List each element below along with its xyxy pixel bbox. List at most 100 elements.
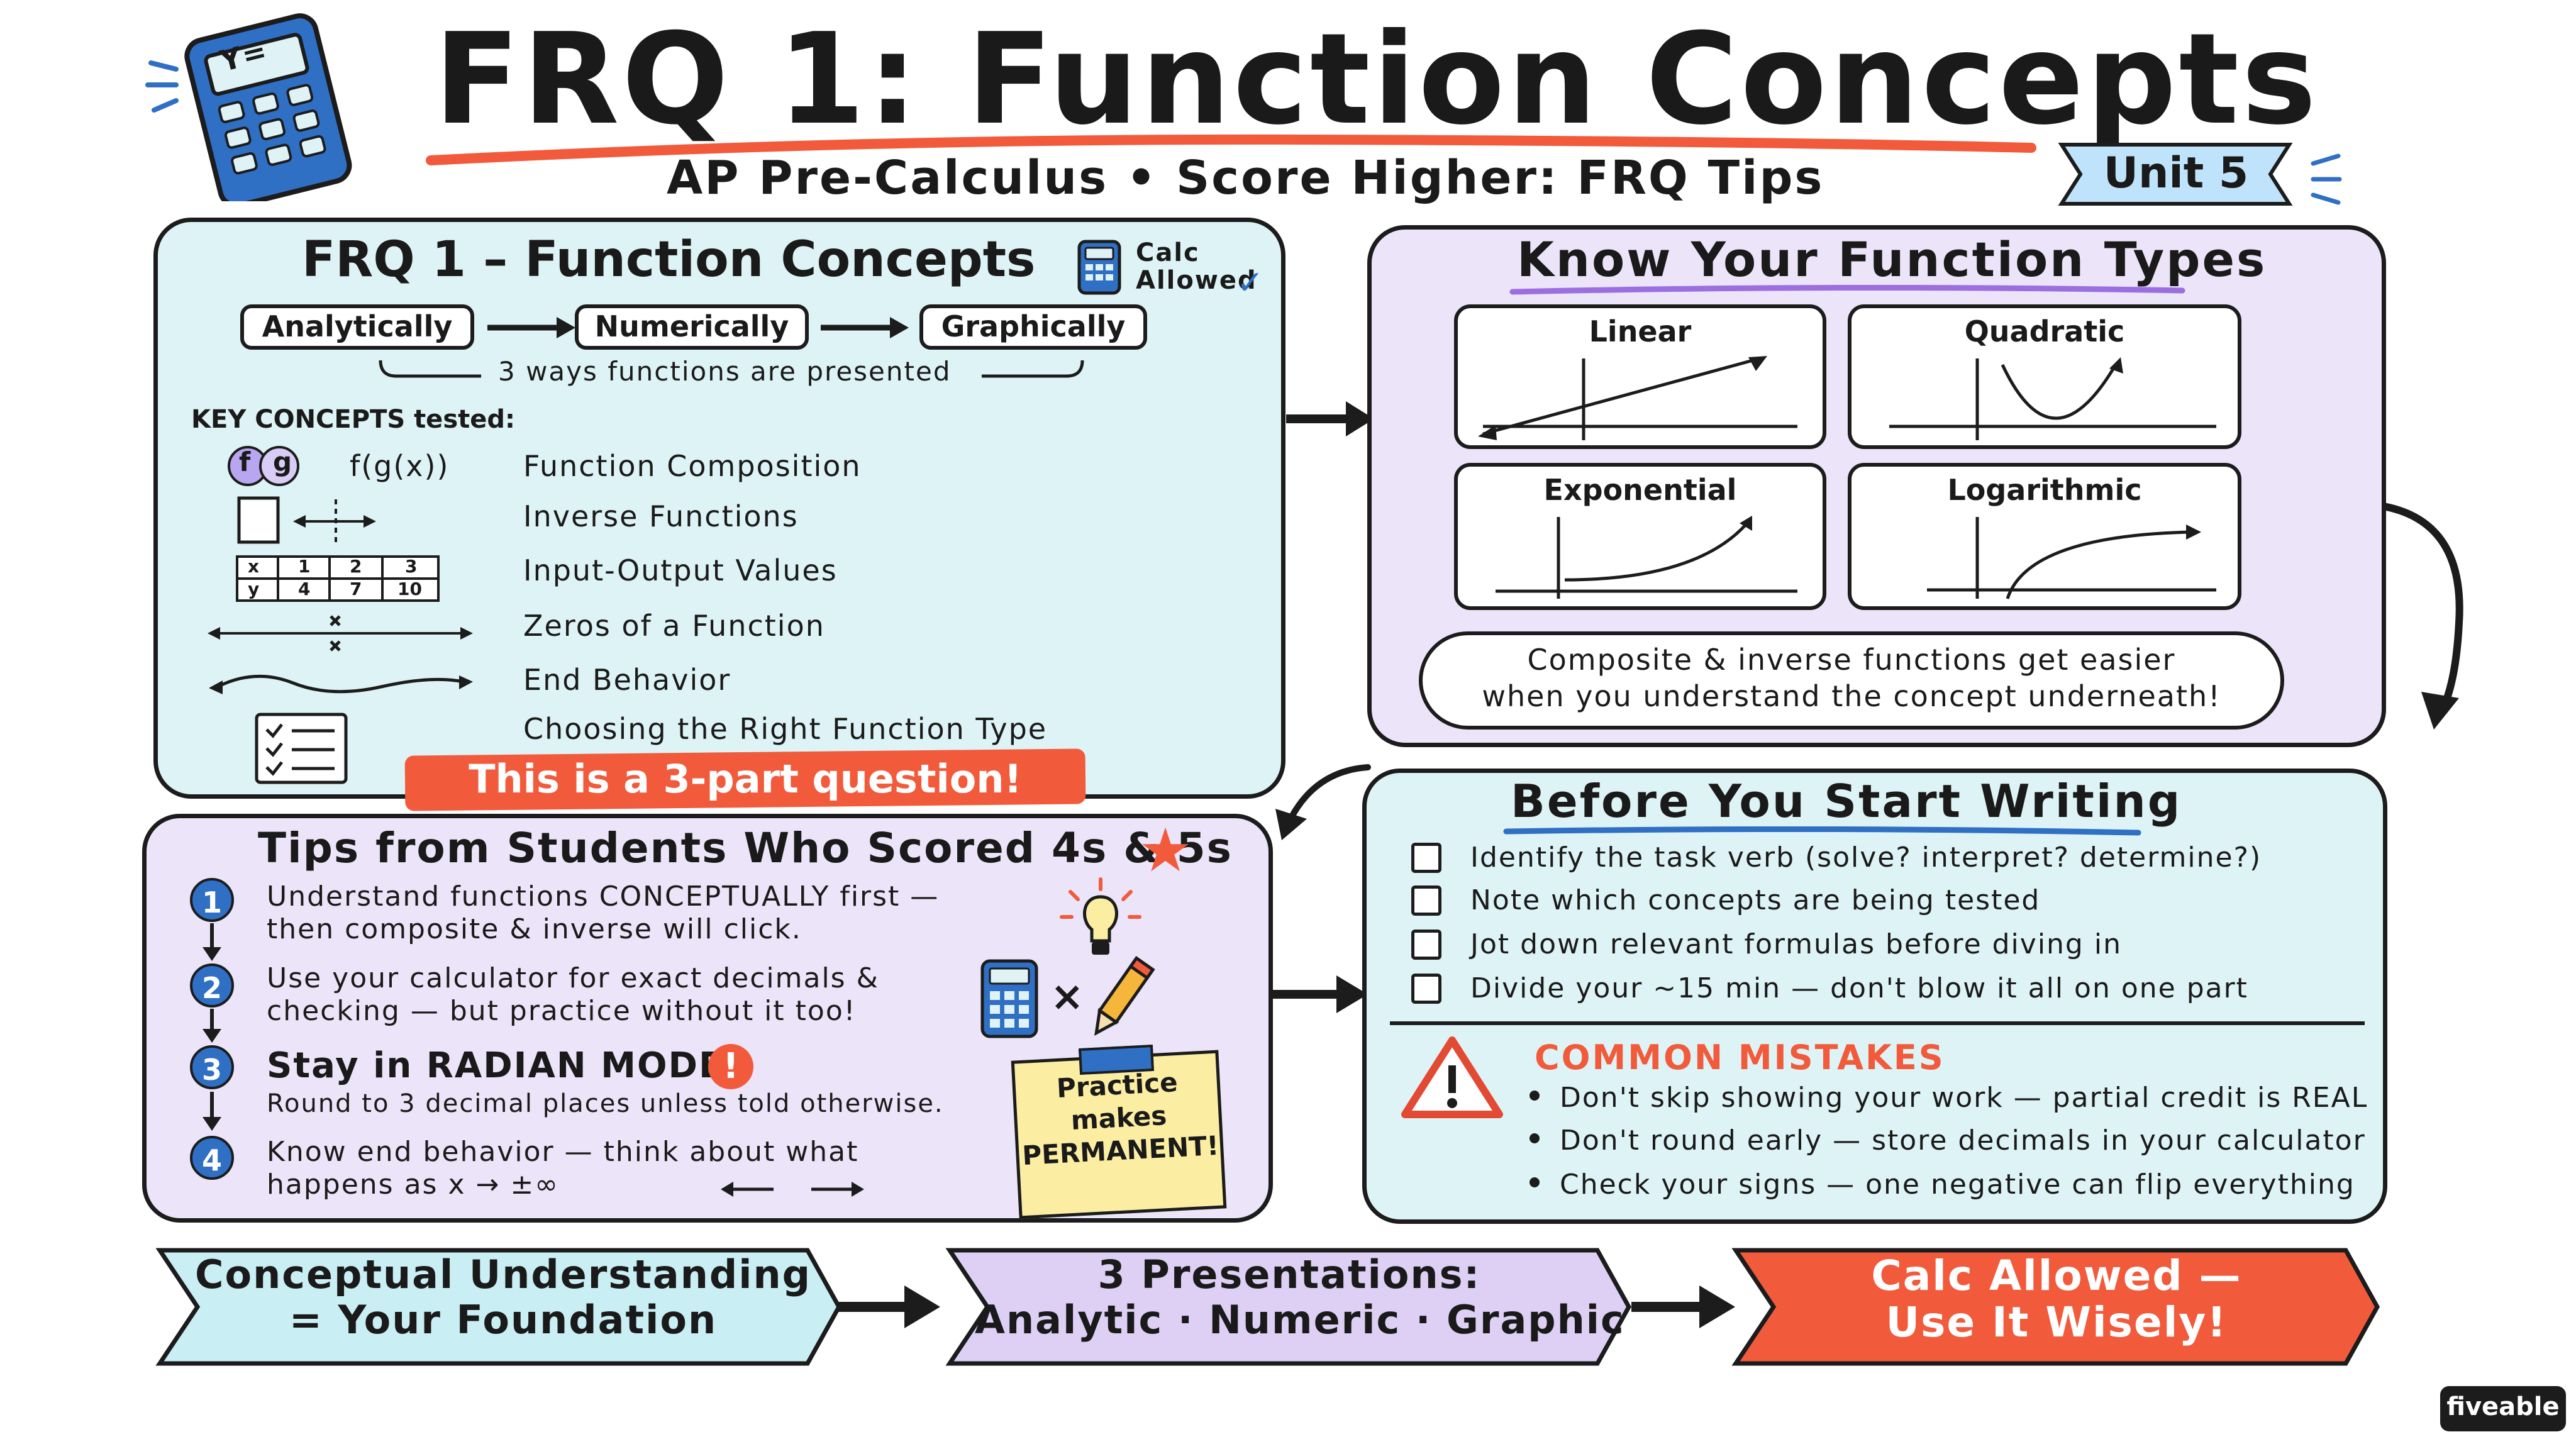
table-cell: 3 bbox=[405, 556, 418, 577]
tip-line: then composite & inverse will click. bbox=[267, 913, 802, 945]
tip-line: happens as x → ±∞ bbox=[267, 1169, 559, 1201]
zeros-number-line-icon bbox=[205, 611, 475, 655]
concept-item: Choosing the Right Function Type bbox=[523, 712, 1048, 746]
table-cell: 7 bbox=[350, 579, 362, 599]
footer-ribbon-3-shape bbox=[1731, 1248, 2380, 1366]
alert-icon: ! bbox=[708, 1044, 753, 1089]
footer-ribbon-2-line2: Analytic · Numeric · Graphic bbox=[975, 1297, 1625, 1343]
mistake-item: Check your signs — one negative can flip… bbox=[1560, 1169, 2355, 1201]
arrow-right-icon bbox=[836, 1285, 940, 1328]
way-pill-graphically: Graphically bbox=[919, 304, 1147, 350]
concept-item: Function Composition bbox=[523, 449, 862, 483]
bracket-right-icon bbox=[982, 360, 1084, 378]
quadratic-graph-icon bbox=[1889, 357, 2216, 440]
checklist-item: Identify the task verb (solve? interpret… bbox=[1470, 841, 2262, 874]
arrow-right-icon bbox=[1267, 975, 1368, 1013]
star-icon: ★ bbox=[1138, 815, 1193, 886]
tip-number-badge: 2 bbox=[190, 963, 234, 1008]
table-cell: 2 bbox=[350, 556, 362, 577]
checklist-item: Divide your ~15 min — don't blow it all … bbox=[1470, 972, 2248, 1004]
footer-ribbon-3-line2: Use It Wisely! bbox=[1885, 1298, 2228, 1346]
quadratic-card: Quadratic bbox=[1848, 304, 2241, 449]
bullet-icon bbox=[1530, 1091, 1540, 1101]
brand-badge[interactable] bbox=[2440, 1386, 2566, 1431]
types-speech-bubble bbox=[1419, 631, 2284, 730]
bullet-icon bbox=[1530, 1177, 1540, 1187]
inverse-mirror-icon bbox=[236, 493, 387, 550]
composition-notation: f(g(x)) bbox=[350, 449, 450, 483]
mistake-item: Don't skip showing your work — partial c… bbox=[1560, 1082, 2368, 1114]
footer-ribbon-2-line1: 3 Presentations: bbox=[1097, 1252, 1481, 1297]
sparkle-lines-icon bbox=[2311, 153, 2342, 205]
double-arrow-icon bbox=[721, 1182, 864, 1197]
unit-badge-label: Unit 5 bbox=[2103, 148, 2249, 198]
linear-card-label: Linear bbox=[1589, 314, 1692, 348]
tip-line: Use your calculator for exact decimals & bbox=[267, 962, 879, 994]
tip-number-badge: 3 bbox=[190, 1045, 234, 1089]
checklist-checkbox[interactable] bbox=[1411, 974, 1441, 1004]
checklist-checkbox[interactable] bbox=[1411, 886, 1441, 916]
table-cell: 1 bbox=[298, 556, 311, 577]
title-underline bbox=[426, 134, 2036, 165]
key-concepts-label: KEY CONCEPTS tested: bbox=[191, 405, 515, 434]
arrow-right-icon bbox=[1631, 1285, 1735, 1328]
logarithmic-card-label: Logarithmic bbox=[1947, 473, 2142, 507]
curved-arrow-down-left-icon bbox=[1275, 764, 1371, 840]
step-arrows-icon bbox=[203, 923, 221, 1131]
types-title-underline bbox=[1509, 284, 2185, 295]
arrow-right-icon bbox=[821, 317, 909, 338]
checklist-icon bbox=[254, 712, 348, 785]
writing-title-underline bbox=[1503, 826, 2141, 836]
types-panel-title: Know Your Function Types bbox=[1517, 231, 2267, 287]
page-title: FRQ 1: Function Concepts bbox=[434, 6, 2319, 153]
tip-line: Know end behavior — think about what bbox=[267, 1136, 859, 1168]
section-divider bbox=[1390, 1021, 2365, 1025]
table-cell: 4 bbox=[298, 579, 311, 599]
composition-f-label: f bbox=[239, 447, 251, 477]
concept-item: Input-Output Values bbox=[523, 553, 838, 587]
tips-panel-title: Tips from Students Who Scored 4s & 5s bbox=[258, 824, 1233, 872]
table-x-label: x bbox=[248, 556, 260, 577]
times-symbol: × bbox=[1050, 974, 1084, 1020]
calculator-logo-icon bbox=[145, 13, 371, 208]
checklist-checkbox[interactable] bbox=[1411, 843, 1441, 873]
three-part-banner-text: This is a 3-part question! bbox=[469, 756, 1022, 802]
table-cell: 10 bbox=[397, 579, 422, 599]
unit-badge: Unit 5 bbox=[2057, 140, 2308, 209]
bullet-icon bbox=[1530, 1133, 1540, 1143]
concepts-panel-title: FRQ 1 – Function Concepts bbox=[302, 231, 1036, 288]
tip-line: checking — but practice without it too! bbox=[267, 995, 857, 1027]
exponential-card-label: Exponential bbox=[1543, 473, 1737, 507]
linear-card: Linear bbox=[1454, 304, 1826, 449]
checklist-item: Jot down relevant formulas before diving… bbox=[1470, 928, 2122, 960]
bracket-left-icon bbox=[379, 360, 481, 378]
logarithmic-graph-icon bbox=[1927, 517, 2216, 599]
before-writing-panel bbox=[1362, 769, 2387, 1224]
arrow-right-icon bbox=[1286, 401, 1374, 436]
calculator-icon bbox=[1075, 239, 1126, 296]
tip-number-badge: 1 bbox=[190, 878, 234, 922]
footer-ribbon-3-line1: Calc Allowed — bbox=[1871, 1252, 2242, 1300]
footer-ribbon-2-shape bbox=[945, 1248, 1632, 1366]
checklist-checkbox[interactable] bbox=[1411, 930, 1441, 960]
writing-panel-title: Before You Start Writing bbox=[1511, 775, 2182, 828]
end-behavior-wave-icon bbox=[205, 663, 475, 707]
way-pill-analytically: Analytically bbox=[240, 304, 474, 350]
concept-item: Inverse Functions bbox=[523, 499, 799, 533]
concept-item: Zeros of a Function bbox=[523, 609, 825, 643]
input-output-table: x y 1 2 3 4 7 10 bbox=[235, 555, 440, 602]
warning-triangle-icon bbox=[1399, 1034, 1506, 1122]
exponential-graph-icon bbox=[1496, 516, 1797, 599]
tip-line: Understand functions CONCEPTUALLY first … bbox=[267, 880, 940, 913]
quadratic-card-label: Quadratic bbox=[1964, 314, 2125, 348]
common-mistakes-title: COMMON MISTAKES bbox=[1535, 1038, 1945, 1077]
concept-item: End Behavior bbox=[523, 663, 731, 697]
footer-ribbon-1-line2: = Your Foundation bbox=[289, 1297, 718, 1343]
footer-ribbon-1-shape bbox=[155, 1248, 842, 1366]
calc-allowed-label: Calc Allowed bbox=[1136, 238, 1257, 295]
arrow-right-icon bbox=[487, 317, 575, 338]
composition-circles-icon bbox=[221, 444, 309, 488]
mistake-item: Don't round early — store decimals in yo… bbox=[1560, 1124, 2366, 1157]
pencil-icon bbox=[1082, 956, 1157, 1044]
tip-line: Round to 3 decimal places unless told ot… bbox=[267, 1089, 944, 1118]
